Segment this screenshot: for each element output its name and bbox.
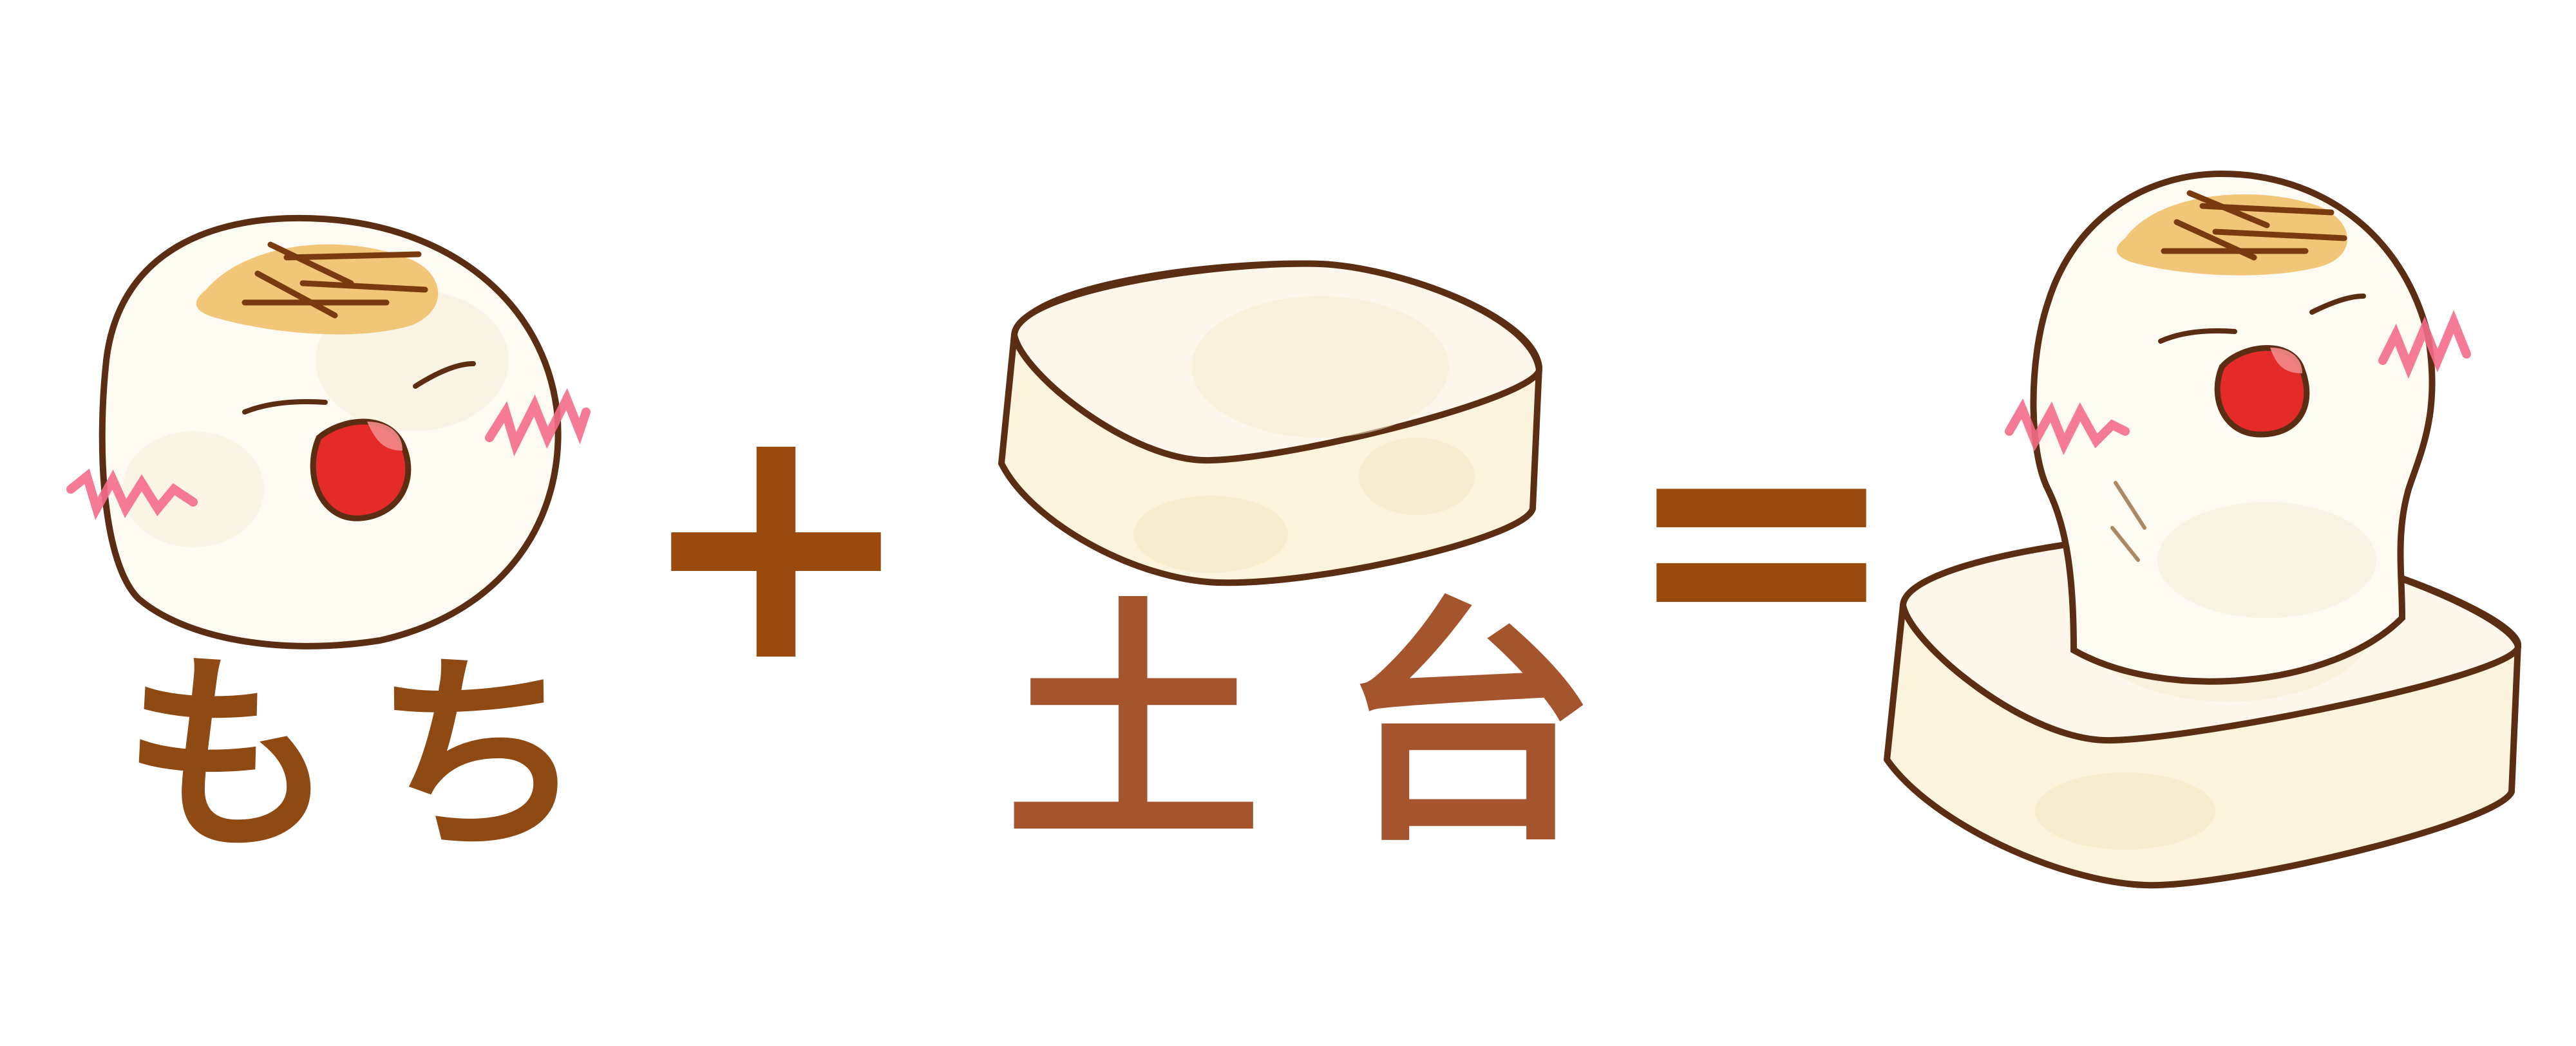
closed-eyes-icon [2158,294,2366,344]
cheek-blush-icon [66,388,591,520]
equals-sign: = [1621,339,1902,729]
mochi-label: もち [122,633,625,880]
mochi-on-base-icon [1884,170,2522,889]
toast-mark-icon [196,241,439,335]
base-label: 土台 [1005,577,1674,877]
mochi-base-icon [998,260,1543,586]
cheek-blush-icon [2005,310,2471,456]
open-mouth-icon [310,418,412,521]
open-mouth-icon [2214,345,2310,438]
toast-mark-icon [2116,190,2347,276]
plus-sign: + [636,346,916,736]
equals-sign-text: = [1621,339,1902,729]
closed-eyes-icon [242,361,476,415]
mochi-ball-icon [66,215,591,649]
plus-sign-text: + [636,346,916,736]
